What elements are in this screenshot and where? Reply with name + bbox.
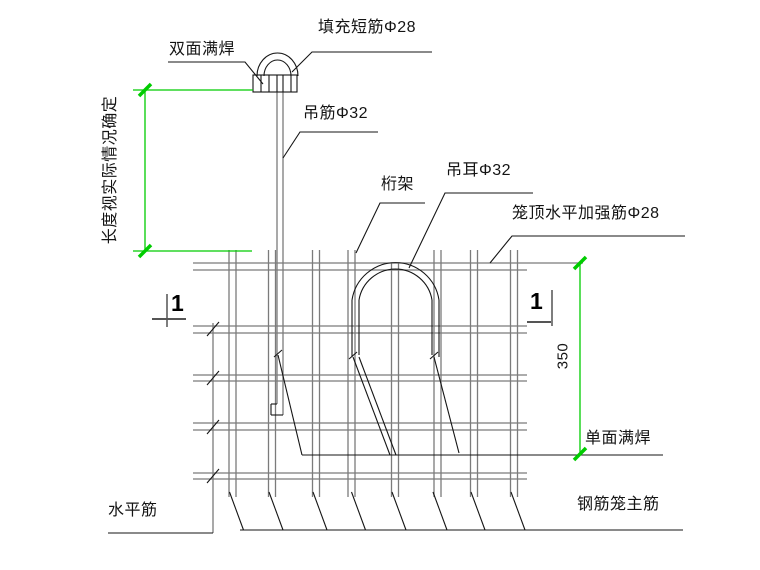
dim-tick (137, 82, 153, 98)
horizontal-bar-label: 水平筋 (108, 502, 158, 519)
leader-double-weld (168, 61, 264, 85)
double-side-weld-label: 双面满焊 (169, 41, 236, 58)
hanging-bar (276, 92, 284, 415)
dimensions (133, 82, 588, 462)
dim-tick (572, 446, 588, 462)
hook-outer-arc (256, 52, 299, 77)
dimension-left-length (133, 82, 253, 259)
cage-horizontal-bars (193, 262, 583, 480)
single-side-weld-label: 单面满焊 (585, 430, 652, 447)
weld-tick (348, 351, 358, 360)
weld-slash (206, 468, 220, 484)
leader-hanging-bar (282, 131, 378, 159)
cage-vertical-bars (228, 250, 519, 497)
dim-tick (137, 243, 153, 259)
lifting-ear-label: 吊耳Φ32 (446, 162, 512, 179)
dimension-right-350 (572, 255, 588, 462)
section-marks (152, 290, 553, 327)
fill-short-bar-label: 填充短筋Φ28 (318, 19, 417, 36)
leader-lines (108, 51, 685, 534)
main-bar-bottom-bends (228, 491, 683, 531)
lifting-hook (252, 52, 299, 93)
weld-tick (273, 349, 283, 358)
leader-fill-short-bar (291, 51, 432, 73)
dimension-350-label: 350 (554, 342, 572, 370)
diagonal-anchor-bars (273, 349, 460, 456)
cage-main-bar-label: 钢筋笼主筋 (577, 496, 660, 513)
hanging-bar-foot (270, 403, 283, 416)
leader-top-strengthen-bar (489, 235, 685, 264)
ear-outer-arc (351, 262, 440, 301)
truss-label: 桁架 (381, 176, 415, 193)
hanging-bar-label: 吊筋Φ32 (303, 105, 369, 122)
rebar-cage-grid (193, 92, 583, 533)
ear-inner-arc (358, 268, 433, 301)
black-linework (108, 51, 685, 534)
lifting-ear-arc (351, 262, 440, 357)
weld-slash (206, 370, 220, 386)
hook-inner-arc (263, 59, 292, 77)
section-mark-1-left: 1 (171, 290, 184, 316)
leader-truss (355, 202, 425, 254)
section-mark-1-right: 1 (530, 288, 543, 314)
weld-slash (206, 419, 220, 435)
leader-lifting-ear (408, 192, 533, 269)
top-strengthen-bar-label: 笼顶水平加强筋Φ28 (512, 205, 660, 222)
dim-tick (572, 255, 588, 271)
fill-short-bar-block (252, 74, 298, 93)
weld-tick (429, 351, 439, 360)
weld-slash (206, 321, 220, 337)
length-note-label: 长度视实际情况确定 (101, 95, 119, 245)
